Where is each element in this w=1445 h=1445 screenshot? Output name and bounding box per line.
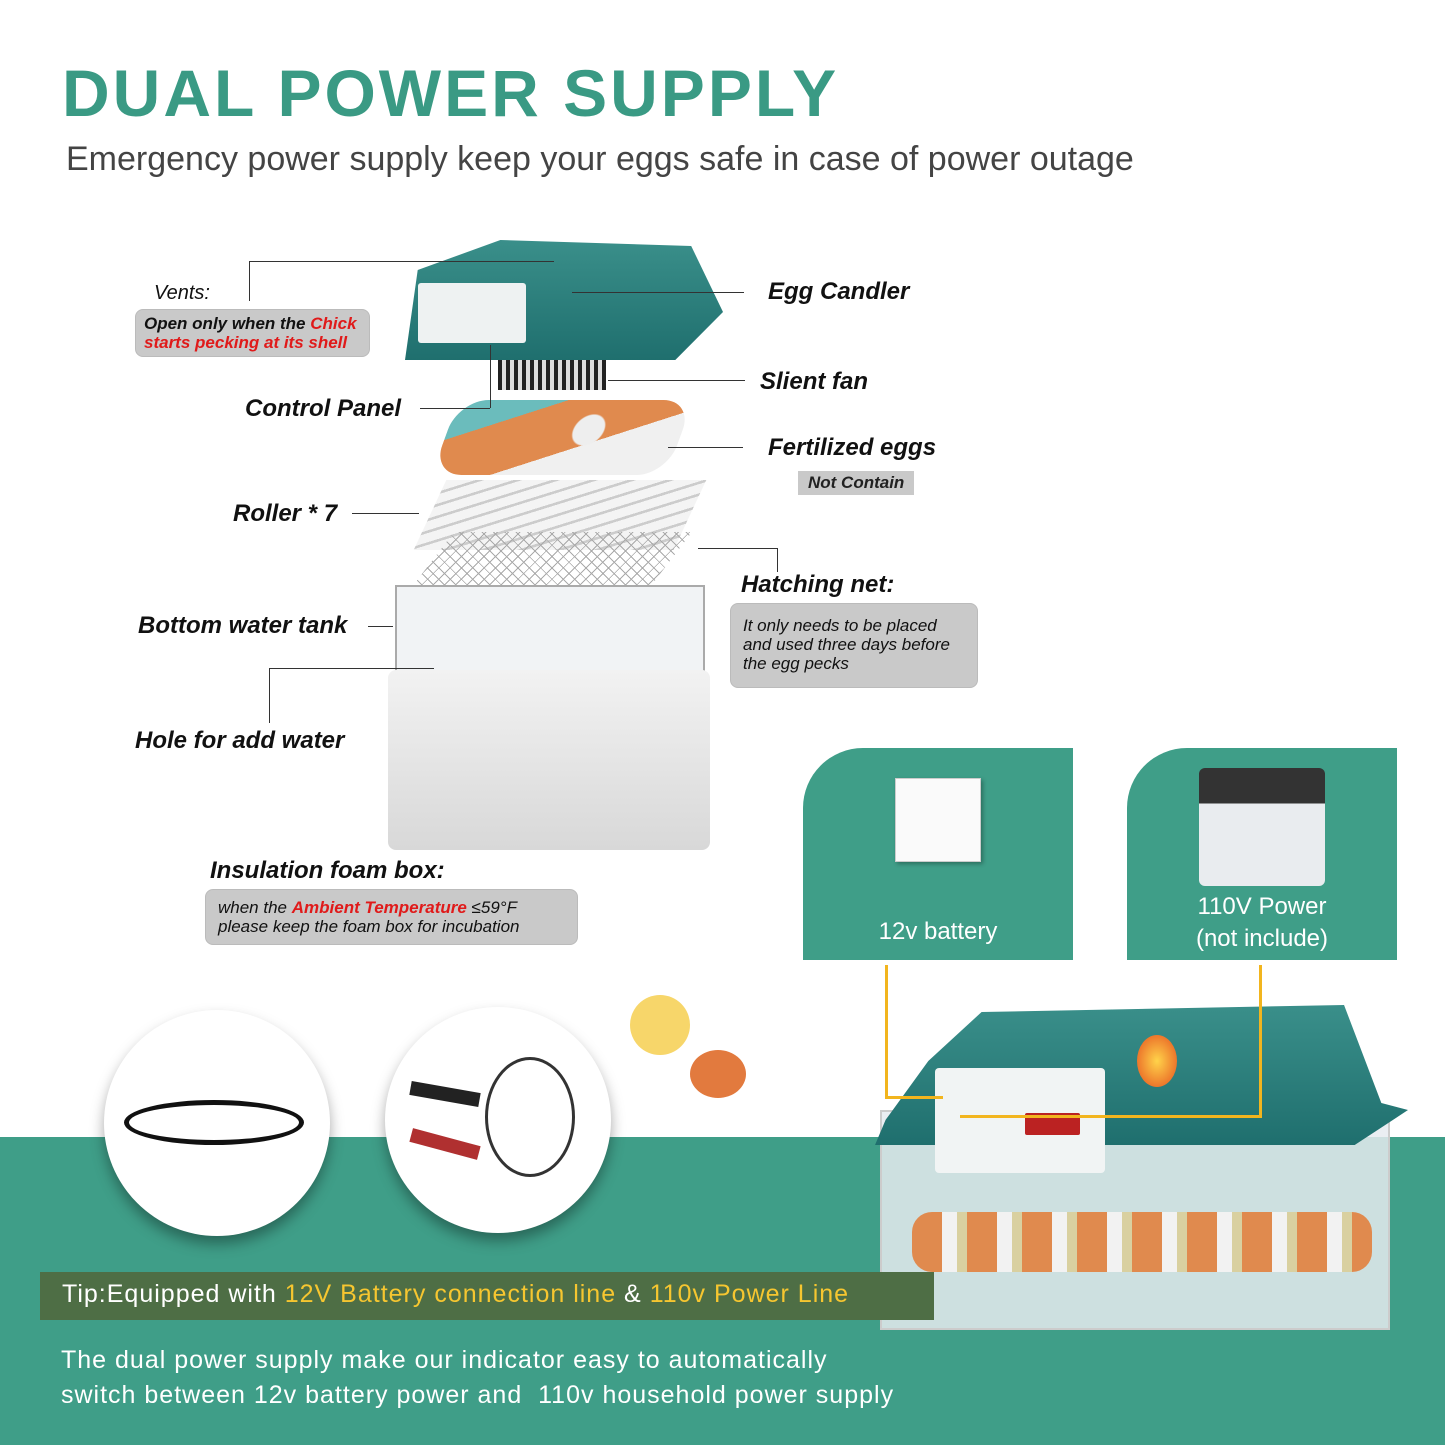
ac-wire <box>960 1115 1262 1118</box>
leader-line <box>490 345 491 408</box>
cable-icon <box>485 1057 575 1177</box>
tip-highlight-power: 110v Power Line <box>649 1280 850 1308</box>
egg-candler-label: Egg Candler <box>768 278 910 305</box>
leader-line <box>269 668 434 669</box>
leader-line <box>249 261 554 262</box>
foam-note-highlight: Ambient Temperature <box>291 898 467 917</box>
leader-line <box>420 408 490 409</box>
chick-icon <box>630 995 690 1055</box>
car-battery-icon <box>1199 768 1325 886</box>
control-panel <box>935 1068 1105 1173</box>
leader-line <box>698 548 777 549</box>
battery-wire <box>885 965 888 1098</box>
vents-note-text: Open only when the <box>144 314 311 333</box>
ac-label-line1: 110V Power <box>1197 893 1327 920</box>
wall-socket-icon <box>895 778 981 862</box>
hatching-net-label: Hatching net: <box>741 571 895 598</box>
tip-amp: & <box>616 1280 650 1308</box>
battery-wire <box>885 1096 943 1099</box>
foam-box-label: Insulation foam box: <box>210 857 445 884</box>
hatching-net <box>412 532 692 587</box>
ac-wire <box>1259 965 1262 1117</box>
vents-note-text-2: starts pecking at its shell <box>144 333 348 352</box>
description-line-1: The dual power supply make our indicator… <box>61 1346 828 1374</box>
battery-panel: 12v battery <box>803 748 1073 960</box>
egg-candler-icon <box>1137 1035 1177 1087</box>
page-title: DUAL POWER SUPPLY <box>62 56 840 130</box>
tip-bar: Tip:Equipped with 12V Battery connection… <box>40 1272 934 1320</box>
fan <box>498 360 606 390</box>
led-display <box>1025 1113 1080 1135</box>
leader-line <box>249 261 250 301</box>
foam-note-text-2: please keep the foam box for incubation <box>218 917 520 936</box>
fertilized-eggs-label: Fertilized eggs <box>768 434 937 461</box>
eggs-tray <box>431 400 694 475</box>
leader-line <box>269 668 270 723</box>
roller-label: Roller * 7 <box>233 500 338 527</box>
page-subtitle: Emergency power supply keep your eggs sa… <box>66 140 1134 178</box>
foam-box <box>388 670 710 850</box>
not-contain-badge: Not Contain <box>798 471 915 495</box>
leader-line <box>352 513 419 514</box>
water-hole-label: Hole for add water <box>135 727 345 754</box>
water-tank-label: Bottom water tank <box>138 612 348 639</box>
vents-note-highlight: Chick <box>310 314 357 333</box>
control-panel-label: Control Panel <box>245 395 402 422</box>
foam-note-text: when the <box>218 898 292 917</box>
battery-clip-cable-image <box>385 1007 611 1233</box>
battery-label: 12v battery <box>878 918 998 945</box>
silent-fan-label: Slient fan <box>760 368 869 395</box>
leader-line <box>572 292 744 293</box>
ac-power-panel: 110V Power (not include) <box>1127 748 1397 960</box>
tip-prefix: Tip:Equipped with <box>62 1280 285 1308</box>
leader-line <box>777 548 778 572</box>
leader-line <box>608 380 745 381</box>
description: The dual power supply make our indicator… <box>61 1343 894 1413</box>
description-line-2: switch between 12v battery power and 110… <box>61 1381 895 1409</box>
tip-highlight-battery: 12V Battery connection line <box>284 1280 617 1308</box>
leader-line <box>668 447 743 448</box>
power-cord-icon <box>124 1100 304 1145</box>
vents-label: Vents: <box>154 282 210 304</box>
power-cord-image <box>104 1010 330 1236</box>
hatching-net-note: It only needs to be placed and used thre… <box>730 603 978 688</box>
ac-label-line2: (not include) <box>1195 925 1329 952</box>
black-clip-icon <box>409 1081 481 1107</box>
egg-icon <box>690 1050 746 1098</box>
eggs-in-tray <box>912 1212 1372 1272</box>
leader-line <box>368 626 393 627</box>
red-clip-icon <box>409 1128 481 1160</box>
foam-note-temp: ≤59°F <box>466 898 517 917</box>
water-tank <box>395 585 705 685</box>
control-panel-display <box>418 283 526 343</box>
